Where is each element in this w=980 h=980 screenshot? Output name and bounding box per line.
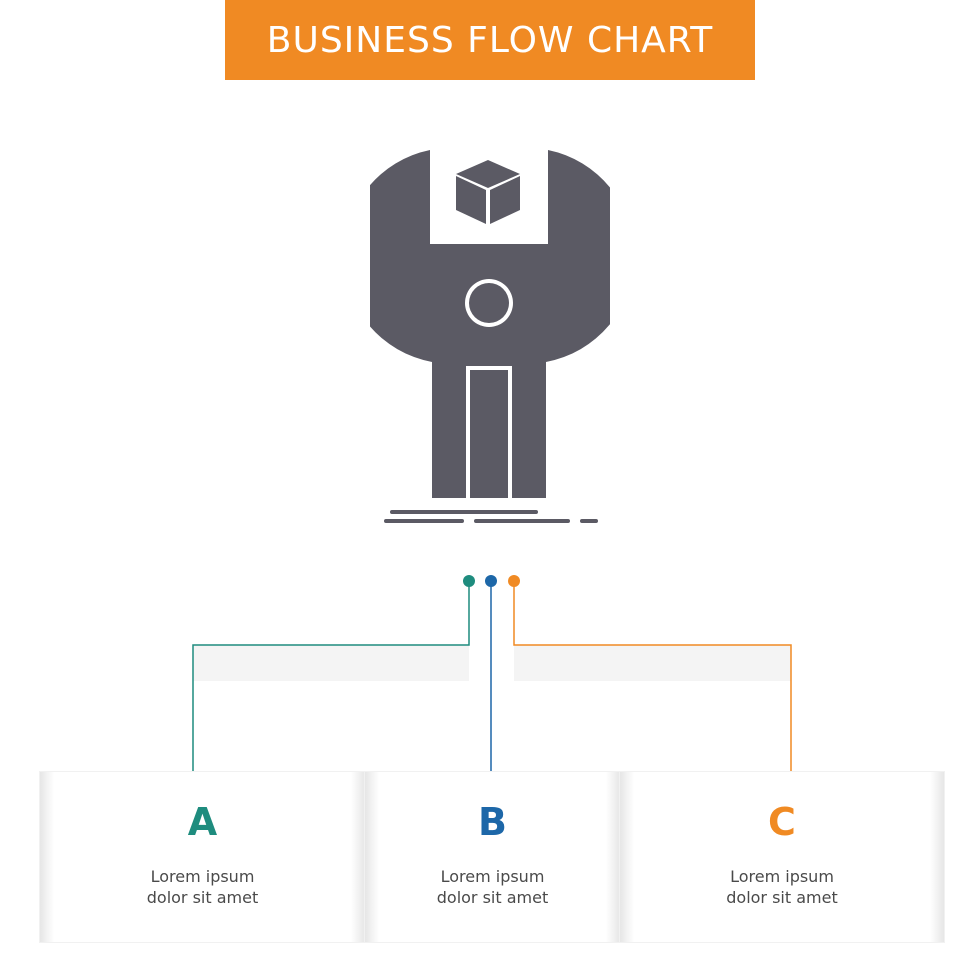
- step-a-line1: Lorem ipsum: [150, 867, 255, 886]
- title-banner: BUSINESS FLOW CHART: [225, 0, 755, 80]
- step-description-a: Lorem ipsum dolor sit amet: [40, 866, 365, 908]
- step-description-c: Lorem ipsum dolor sit amet: [620, 866, 944, 908]
- connector-a: [192, 586, 470, 780]
- connector-c: [513, 586, 792, 780]
- step-letter-b: B: [478, 800, 507, 844]
- step-c-line1: Lorem ipsum: [730, 867, 834, 886]
- dot-b: [485, 575, 497, 587]
- dot-a: [463, 575, 475, 587]
- step-description-b: Lorem ipsum dolor sit amet: [365, 866, 620, 908]
- page-title: BUSINESS FLOW CHART: [266, 19, 714, 61]
- step-card-b: B Lorem ipsum dolor sit amet: [365, 772, 620, 942]
- step-c-line2: dolor sit amet: [726, 888, 838, 907]
- dot-c: [508, 575, 520, 587]
- step-b-line2: dolor sit amet: [436, 888, 549, 907]
- wrench-icon-graphic: [343, 150, 635, 523]
- step-card-a: A Lorem ipsum dolor sit amet: [40, 772, 365, 942]
- step-letter-c: C: [768, 800, 796, 844]
- ground-lines: [384, 510, 598, 523]
- step-letter-a: A: [187, 800, 218, 844]
- box-icon: [456, 160, 520, 224]
- step-a-line2: dolor sit amet: [146, 888, 259, 907]
- wrench-with-box-icon: [343, 140, 635, 540]
- step-card-c: C Lorem ipsum dolor sit amet: [620, 772, 944, 942]
- step-b-line1: Lorem ipsum: [440, 867, 545, 886]
